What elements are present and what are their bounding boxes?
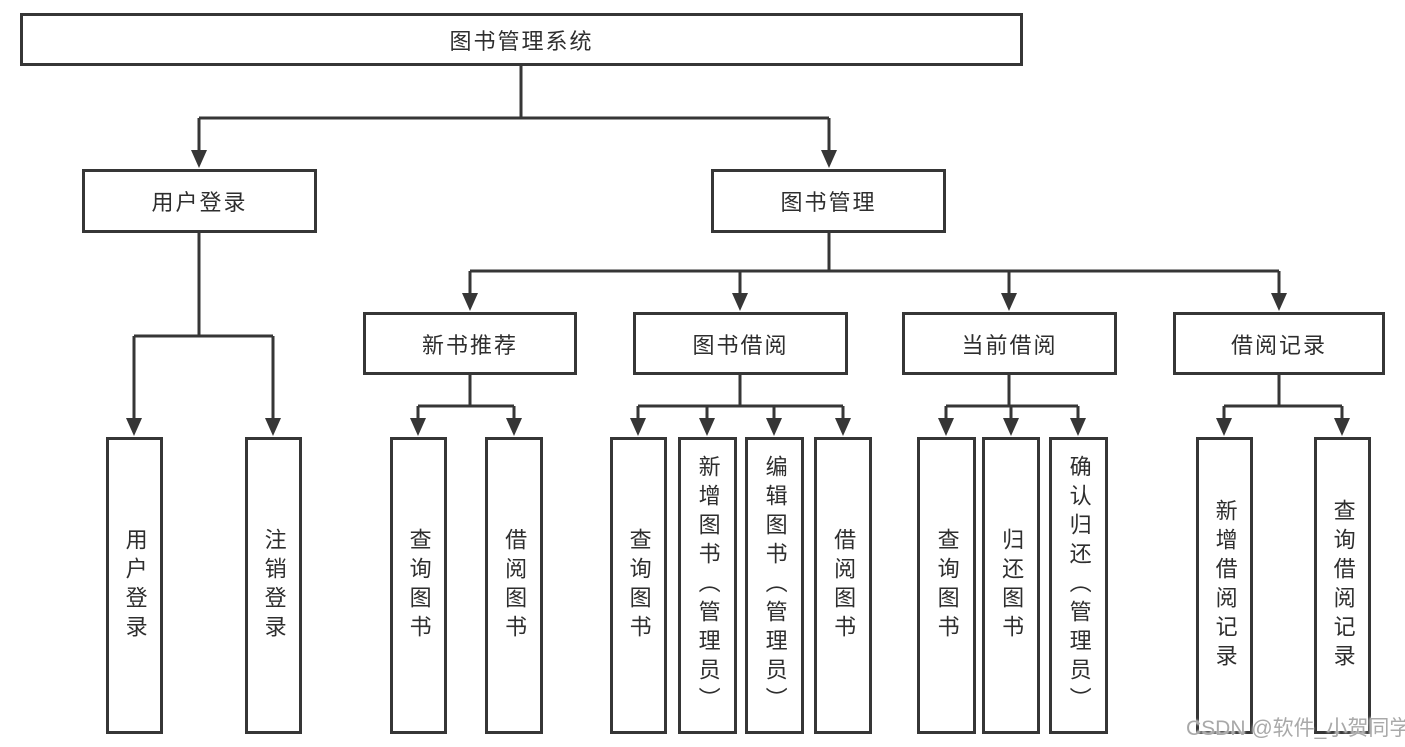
node-user-login: 用户登录 xyxy=(82,169,317,233)
leaf-label: 编辑图书（管理员） xyxy=(762,455,788,716)
node-label: 用户登录 xyxy=(151,190,248,215)
csdn-watermark: CSDN @软件_小贺同学 xyxy=(1186,717,1405,740)
leaf-user-login: 用户登录 xyxy=(106,437,163,734)
node-label: 图书管理 xyxy=(780,190,877,215)
leaf-borrow-book: 借阅图书 xyxy=(814,437,872,734)
leaf-label: 查询图书 xyxy=(934,527,960,644)
leaf-query-book-borrow: 查询图书 xyxy=(610,437,667,734)
node-label: 新书推荐 xyxy=(421,332,518,358)
leaf-logout: 注销登录 xyxy=(245,437,302,734)
leaf-label: 新增图书（管理员） xyxy=(695,455,721,716)
leaf-label: 归还图书 xyxy=(999,527,1025,644)
arrowhead-icon xyxy=(126,150,1350,436)
node-library-management-system: 图书管理系统 xyxy=(20,13,1023,66)
node-book-borrow: 图书借阅 xyxy=(633,312,848,375)
node-label: 图书管理系统 xyxy=(449,28,594,54)
node-label: 借阅记录 xyxy=(1230,332,1327,358)
leaf-edit-book-admin: 编辑图书（管理员） xyxy=(745,437,804,734)
node-current-borrow: 当前借阅 xyxy=(902,312,1117,375)
leaf-label: 借阅图书 xyxy=(502,527,528,644)
leaf-confirm-return-admin: 确认归还（管理员） xyxy=(1049,437,1108,734)
leaf-return-book: 归还图书 xyxy=(982,437,1040,734)
leaf-label: 确认归还（管理员） xyxy=(1066,455,1092,716)
node-label: 图书借阅 xyxy=(692,332,789,358)
node-new-book-recommend: 新书推荐 xyxy=(363,312,577,375)
leaf-borrow-book-recommend: 借阅图书 xyxy=(485,437,543,734)
leaf-add-book-admin: 新增图书（管理员） xyxy=(678,437,737,734)
leaf-label: 新增借阅记录 xyxy=(1212,498,1238,673)
node-book-management: 图书管理 xyxy=(711,169,946,233)
node-borrow-records: 借阅记录 xyxy=(1173,312,1385,375)
leaf-label: 查询图书 xyxy=(626,527,652,644)
leaf-add-borrow-record: 新增借阅记录 xyxy=(1196,437,1253,734)
leaf-label: 注销登录 xyxy=(261,527,287,644)
leaf-query-borrow-record: 查询借阅记录 xyxy=(1314,437,1371,734)
leaf-label: 用户登录 xyxy=(122,527,148,644)
leaf-label: 借阅图书 xyxy=(831,527,857,644)
leaf-query-book-current: 查询图书 xyxy=(917,437,976,734)
leaf-label: 查询借阅记录 xyxy=(1330,498,1356,673)
connector-lines xyxy=(132,66,1344,420)
node-label: 当前借阅 xyxy=(961,332,1058,358)
leaf-query-book-recommend: 查询图书 xyxy=(390,437,447,734)
leaf-label: 查询图书 xyxy=(406,527,432,644)
